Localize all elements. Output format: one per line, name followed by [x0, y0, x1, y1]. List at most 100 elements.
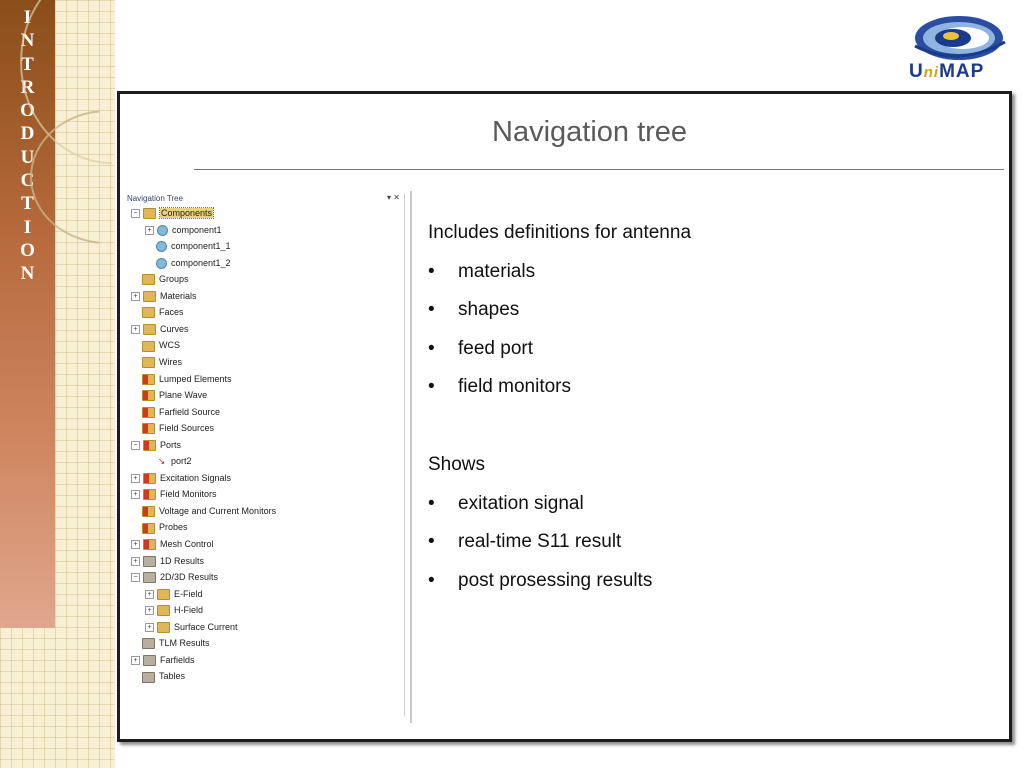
tree-item-label: 1D Results — [160, 555, 205, 566]
expand-icon[interactable]: + — [131, 291, 140, 301]
slide-content-panel: Navigation tree Navigation Tree ▾ ✕ − Com… — [117, 91, 1012, 742]
expand-icon[interactable]: + — [145, 622, 154, 632]
bullet-item: •feed port — [428, 338, 533, 360]
collapse-icon[interactable]: − — [131, 440, 140, 450]
sidebar-letter: D — [20, 123, 35, 145]
expand-icon[interactable]: + — [145, 589, 154, 599]
tree-item-label: port2 — [171, 456, 192, 467]
tree-item[interactable]: Probes — [131, 521, 188, 534]
navigation-tree-title: Navigation Tree — [127, 194, 184, 203]
port-icon: ↘ — [157, 456, 166, 467]
tree-item-label: Materials — [160, 290, 197, 301]
section-heading: Includes definitions for antenna — [428, 222, 691, 244]
folder-icon — [157, 588, 170, 600]
tree-item[interactable]: Groups — [131, 273, 189, 286]
tree-item[interactable]: Tables — [131, 670, 185, 683]
sidebar-letter: O — [20, 239, 35, 261]
expand-icon[interactable]: + — [145, 225, 154, 235]
section-heading-text: Includes definitions for antenna — [428, 222, 692, 243]
bullet-marker: • — [428, 492, 435, 514]
tree-item[interactable]: Field Sources — [131, 422, 214, 435]
component-icon — [156, 241, 167, 253]
tree-item-label: WCS — [159, 340, 180, 351]
bullet-marker: • — [428, 376, 435, 398]
tree-item-label: Lumped Elements — [159, 373, 232, 384]
collapse-icon[interactable]: − — [131, 573, 140, 583]
bullet-text: exitation signal — [458, 492, 584, 514]
folder-icon — [143, 323, 156, 335]
results-folder-icon — [143, 572, 156, 584]
slide-title: Navigation tree — [492, 116, 688, 148]
tree-item[interactable]: − Components — [131, 207, 215, 220]
tree-item-label: Curves — [160, 323, 189, 334]
tree-item-label: Ports — [160, 439, 182, 450]
tree-item[interactable]: ↘ port2 — [145, 455, 192, 468]
tree-item[interactable]: + Materials — [131, 290, 197, 303]
folder-icon — [157, 605, 170, 617]
tree-item-label: component1_1 — [171, 241, 231, 252]
tree-item[interactable]: TLM Results — [131, 637, 210, 650]
expand-icon[interactable]: + — [145, 606, 154, 616]
tree-item[interactable]: Farfield Source — [131, 406, 220, 419]
expand-icon[interactable]: + — [131, 655, 140, 665]
tree-item-label: TLM Results — [159, 638, 210, 649]
tree-item-label: Excitation Signals — [160, 472, 232, 483]
tree-item-label: Voltage and Current Monitors — [159, 505, 277, 516]
sidebar-letter: I — [23, 7, 32, 28]
bullet-marker: • — [428, 531, 435, 553]
tree-item[interactable]: + Curves — [131, 323, 189, 336]
tree-item[interactable]: + E-Field — [145, 588, 203, 601]
collapse-icon[interactable]: − — [131, 209, 140, 219]
folder-icon — [142, 357, 155, 369]
tree-item-label: Wires — [159, 356, 182, 367]
bullet-item: •post prosessing results — [428, 570, 652, 592]
tree-item[interactable]: +1D Results — [131, 555, 204, 568]
tree-item-label: E-Field — [174, 588, 203, 599]
expand-icon[interactable]: + — [131, 324, 140, 334]
results-folder-icon — [143, 555, 156, 567]
bullet-text: post prosessing results — [458, 569, 653, 591]
tree-item[interactable]: − Ports — [131, 439, 181, 452]
bullet-item: • field monitors — [428, 376, 571, 398]
expand-icon[interactable]: + — [131, 490, 140, 500]
tree-item[interactable]: + Mesh Control — [131, 538, 214, 551]
bullet-text: materials — [458, 260, 536, 282]
sidebar-letter: N — [20, 263, 35, 285]
expand-icon[interactable]: + — [131, 540, 140, 550]
expand-icon[interactable]: + — [131, 556, 140, 566]
panel-divider — [410, 191, 412, 723]
unimap-logo — [914, 16, 1006, 60]
section-heading: Shows — [428, 454, 485, 476]
tree-item[interactable]: WCS — [131, 339, 180, 352]
tree-item-label: Tables — [159, 671, 186, 682]
tree-item[interactable]: +Farfields — [131, 654, 195, 667]
tree-item[interactable]: +Surface Current — [145, 621, 238, 634]
folder-icon — [157, 621, 170, 633]
tree-item-label: Farfield Source — [159, 406, 221, 417]
solver-folder-icon — [143, 472, 156, 484]
tree-item[interactable]: −2D/3D Results — [131, 571, 218, 584]
bullet-text: field monitors — [458, 376, 571, 398]
solver-folder-icon — [142, 406, 155, 418]
results-folder-icon — [143, 654, 156, 666]
tree-item-label: Mesh Control — [160, 539, 214, 549]
folder-icon — [142, 307, 155, 319]
tree-item[interactable]: +component1 — [145, 224, 222, 237]
bullet-text: shapes — [458, 299, 520, 321]
folder-icon — [143, 290, 156, 302]
panel-close-icon[interactable]: ▾ ✕ — [387, 193, 400, 202]
tree-item-label: Components — [158, 207, 215, 219]
expand-icon[interactable]: + — [131, 473, 140, 483]
tree-item[interactable]: +Field Monitors — [131, 488, 217, 501]
tree-item[interactable]: Lumped Elements — [131, 373, 232, 386]
tree-item[interactable]: + Excitation Signals — [131, 472, 231, 485]
bullet-item: •materials — [428, 261, 535, 283]
tree-item[interactable]: +H-Field — [145, 604, 203, 617]
solver-folder-icon — [142, 390, 155, 402]
tree-item[interactable]: Wires — [131, 356, 182, 369]
tree-item[interactable]: component1_1 — [145, 240, 231, 253]
tree-item[interactable]: Plane Wave — [131, 389, 207, 402]
tree-item[interactable]: Faces — [131, 306, 184, 319]
tree-item[interactable]: component1_2 — [145, 257, 231, 270]
tree-item[interactable]: Voltage and Current Monitors — [131, 505, 276, 518]
